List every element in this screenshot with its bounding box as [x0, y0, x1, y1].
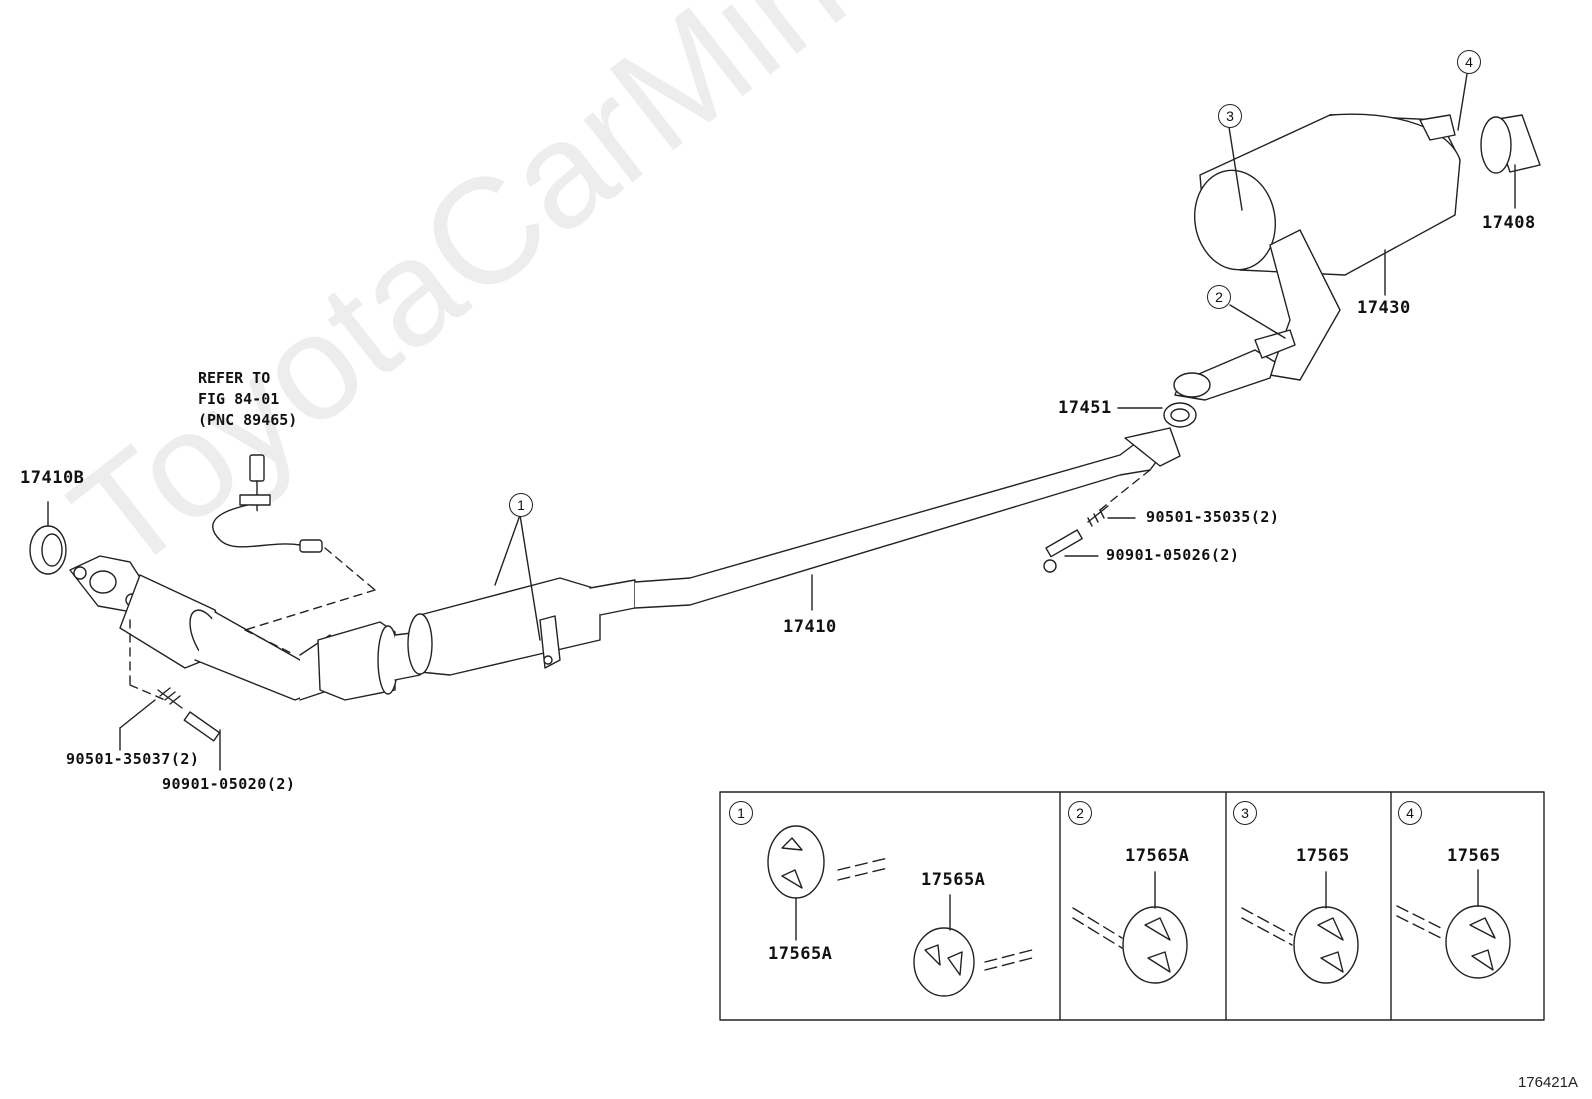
detail-callout-3: 3 — [1233, 801, 1257, 825]
hanger-rubber-2 — [1122, 871, 1188, 984]
figure-code: 176421A — [1517, 1074, 1578, 1091]
detail-callout-2: 2 — [1068, 801, 1092, 825]
callout-1-main: 1 — [509, 493, 533, 517]
part-90901-05026-label: 90901-05026(2) — [1106, 546, 1240, 564]
detail-2-label: 17565A — [1125, 846, 1190, 866]
detail-1-label-b: 17565A — [921, 870, 986, 890]
callout-3-main: 3 — [1218, 104, 1242, 128]
part-17410-label: 17410 — [783, 617, 837, 637]
part-90501-35037-label: 90501-35037(2) — [66, 750, 200, 768]
rear-muffler — [1173, 113, 1461, 401]
springs-front — [157, 687, 221, 742]
front-pipe-converter — [69, 427, 1181, 701]
refer-note: REFER TO FIG 84-01 (PNC 89465) — [198, 369, 298, 429]
callout-4-main: 4 — [1457, 50, 1481, 74]
detail-1-label-a: 17565A — [768, 944, 833, 964]
detail-3-label: 17565 — [1296, 846, 1350, 866]
springs-rear — [1043, 505, 1109, 573]
gasket-17451 — [1163, 402, 1197, 428]
part-90901-05020-label: 90901-05020(2) — [162, 775, 296, 793]
detail-callout-4: 4 — [1398, 801, 1422, 825]
part-17410b-label: 17410B — [20, 468, 85, 488]
detail-box — [719, 791, 1545, 1021]
detail-callout-1: 1 — [729, 801, 753, 825]
tail-pipe — [1480, 114, 1541, 174]
hanger-rubber-1b — [913, 894, 975, 997]
callout-2-main: 2 — [1207, 285, 1231, 309]
hanger-rubber-4 — [1445, 869, 1511, 979]
detail-4-label: 17565 — [1447, 846, 1501, 866]
hanger-rubber-1a — [767, 825, 825, 941]
part-17408-label: 17408 — [1482, 213, 1536, 233]
hanger-rubber-3 — [1293, 871, 1359, 984]
hanger-bracket-1 — [539, 615, 561, 669]
oxygen-sensor — [212, 454, 323, 553]
part-90501-35035-label: 90501-35035(2) — [1146, 508, 1280, 526]
leader-lines — [119, 73, 1516, 771]
part-17451-label: 17451 — [1058, 398, 1112, 418]
gasket-17410b — [29, 501, 67, 575]
part-17430-label: 17430 — [1357, 298, 1411, 318]
